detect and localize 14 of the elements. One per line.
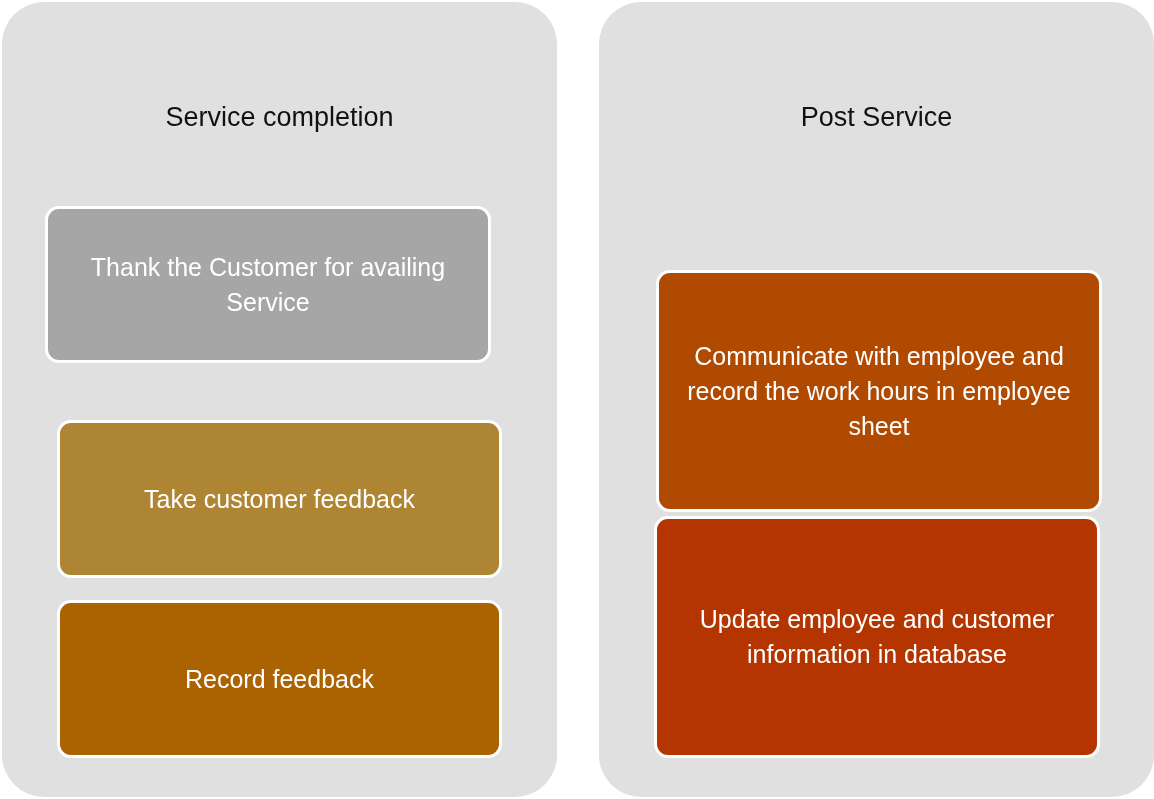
step-text: Update employee and customer information in database bbox=[698, 604, 1056, 670]
step-text: Thank the Customer for availing Service bbox=[89, 251, 447, 318]
step-box bbox=[57, 600, 502, 758]
step-box bbox=[654, 516, 1100, 758]
step-box bbox=[656, 270, 1102, 512]
stage-panel bbox=[599, 2, 1154, 797]
step-box bbox=[57, 420, 502, 578]
stage-panel bbox=[2, 2, 557, 797]
step-box bbox=[45, 206, 491, 363]
step-text: Record feedback bbox=[185, 663, 374, 695]
stage-heading: Service completion bbox=[164, 102, 395, 133]
step-text: Take customer feedback bbox=[144, 483, 415, 515]
step-text: Communicate with employee and record the work hours in employee sheet bbox=[686, 340, 1072, 442]
stage-heading: Post Service bbox=[799, 102, 954, 133]
